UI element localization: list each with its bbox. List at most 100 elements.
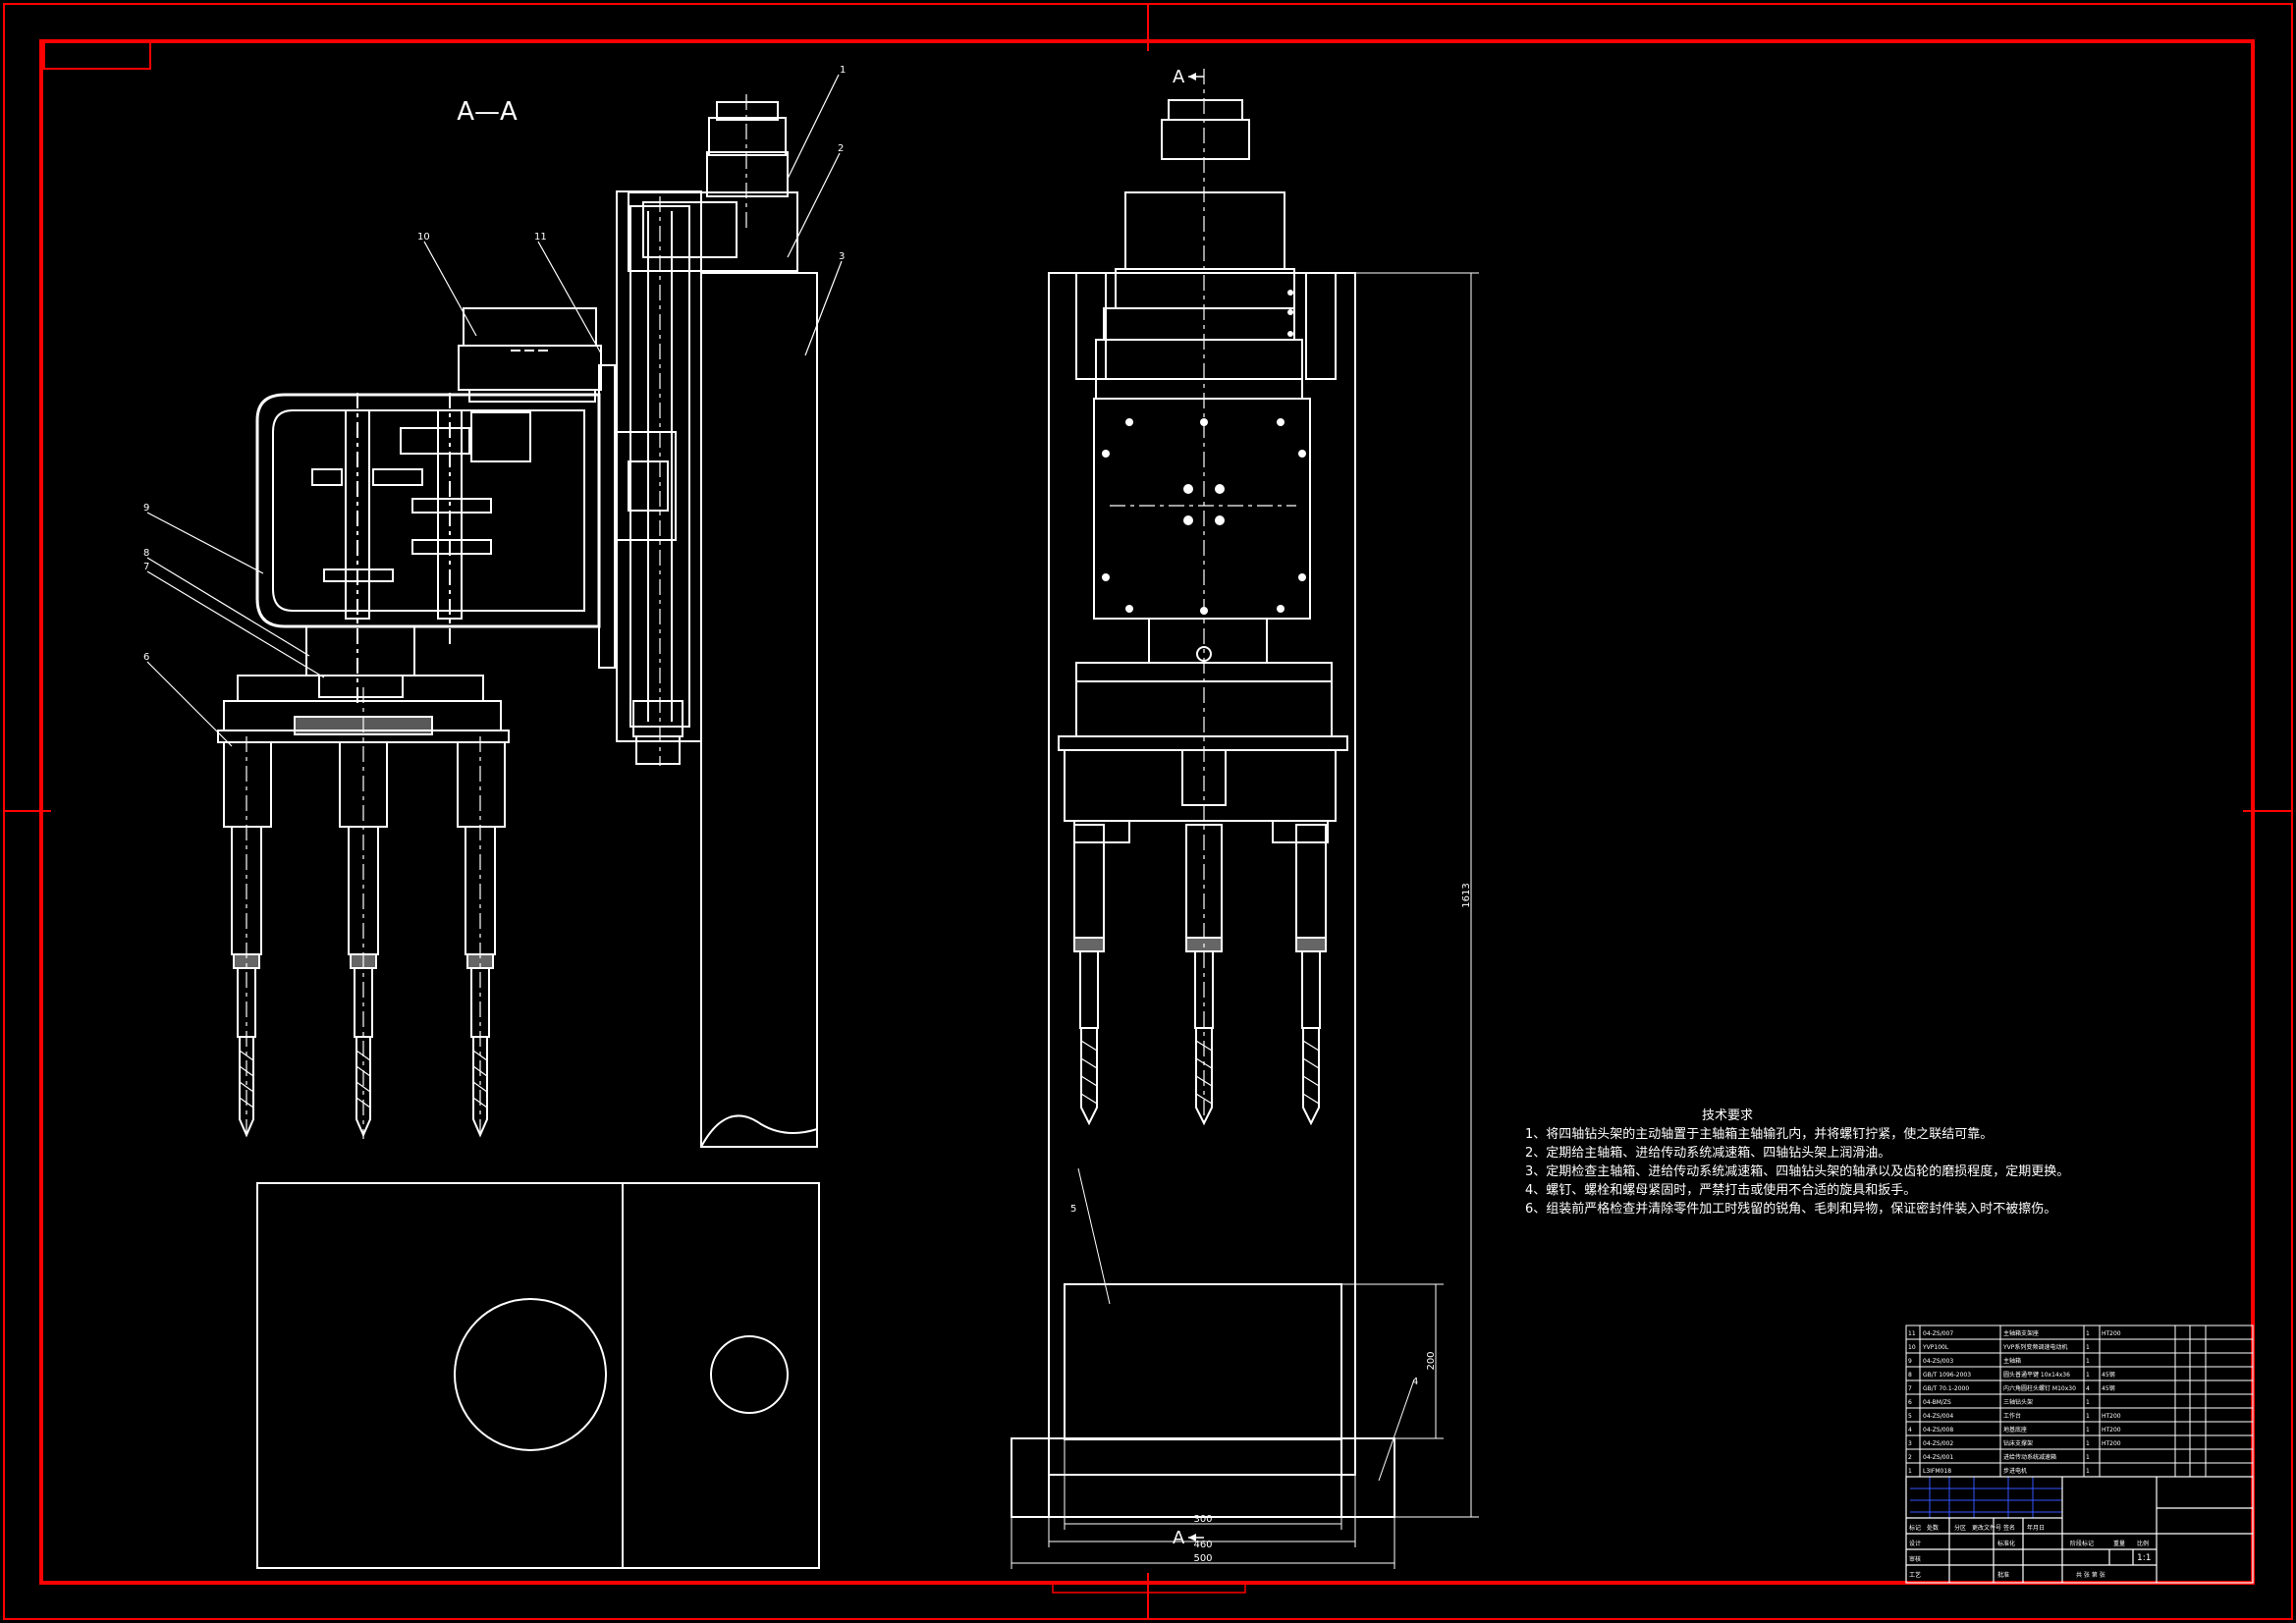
svg-text:设计: 设计 [1909,1540,1921,1547]
bom-cell: 1 [2086,1468,2090,1475]
bom-cell: 9 [1908,1358,1912,1365]
leader-lines-left [146,74,843,747]
section-title: A—A [457,97,518,127]
svg-text:分区: 分区 [1954,1524,1966,1532]
bom-cell: YVP100L [1922,1344,1949,1351]
section-view [217,94,820,1569]
bom-cell: 7 [1908,1385,1912,1392]
svg-text:批准: 批准 [1997,1571,2009,1579]
bom-cell: 1 [1908,1468,1912,1475]
bom-cell: 8 [1908,1372,1912,1379]
bom-cell: 1 [2086,1399,2090,1406]
svg-text:签名: 签名 [2003,1524,2015,1532]
bom-cell: 45钢 [2102,1384,2115,1392]
leader-numbers-left: 1 2 3 10 11 9 8 7 6 [143,65,846,663]
svg-text:460: 460 [1193,1540,1212,1550]
svg-text:标记: 标记 [1909,1524,1921,1532]
svg-text:1:1: 1:1 [2137,1553,2151,1563]
bom-cell: 1 [2086,1330,2090,1337]
dimension-lines [1011,272,1479,1569]
tech-req-item: 1、将四轴钻头架的主动轴置于主轴箱主轴输孔内，并将螺钉拧紧，使之联结可靠。 [1525,1126,1993,1142]
bom-cell: 04-ZS/004 [1923,1413,1953,1420]
bom-cell: 主轴箱支架座 [2003,1329,2039,1337]
bom-cell: GB/T 1096-2003 [1923,1372,1971,1379]
title-block: 标记 处数 分区 更改文件号 签名 年月日 设计 标准化 审核 工艺 批准 阶段… [1905,1476,2254,1584]
bom-cell: 1 [2086,1358,2090,1365]
bom-cell: 内六角圆柱头螺钉 M10x30 [2003,1384,2076,1392]
svg-text:500: 500 [1193,1553,1212,1564]
section-marker-bottom: A [1173,1528,1204,1548]
bom-cell: 04-ZS/008 [1923,1427,1953,1434]
drawing-frame [3,3,2293,1620]
bom-cell: 6 [1908,1399,1912,1406]
tech-req-item: 2、定期给主轴箱、进给传动系统减速箱、四轴钻头架上润滑油。 [1525,1145,1890,1161]
bom-cell: 圆头普通平键 10x14x36 [2003,1371,2070,1379]
tech-req-item: 6、组装前严格检查并清除零件加工时残留的锐角、毛刺和异物，保证密封件装入时不被擦… [1525,1201,2056,1217]
svg-text:处数: 处数 [1927,1524,1939,1532]
front-view [1011,69,1395,1518]
bom-cell: 进给传动系统减速箱 [2003,1453,2056,1461]
svg-text:4: 4 [1412,1377,1418,1387]
bom-cell: 三轴钻头架 [2003,1398,2033,1406]
bom-cell: 04-ZS/002 [1923,1440,1953,1447]
technical-requirements: 技术要求 1、将四轴钻头架的主动轴置于主轴箱主轴输孔内，并将螺钉拧紧，使之联结可… [1525,1109,2069,1217]
tech-req-title: 技术要求 [1702,1109,1753,1123]
bom-cell: 1 [2086,1454,2090,1461]
dimension-values: 1613 200 300 460 500 5 4 [1070,883,1472,1564]
bom-cell: 04-ZS/003 [1923,1358,1953,1365]
bom-cell: 地基底座 [2003,1426,2027,1434]
bom-cell: 45钢 [2102,1371,2115,1379]
svg-text:3: 3 [839,251,845,262]
bom-cell: 钻床支撑架 [2003,1439,2033,1447]
bom-cell: 1 [2086,1372,2090,1379]
svg-text:2: 2 [838,143,844,154]
bom-cell: HT200 [2102,1330,2121,1337]
tech-req-item: 4、螺钉、螺栓和螺母紧固时，严禁打击或使用不合适的旋具和扳手。 [1525,1182,1916,1198]
svg-text:9: 9 [143,503,149,514]
svg-text:300: 300 [1193,1514,1212,1525]
bom-cell: GB/T 70.1-2000 [1923,1385,1969,1392]
section-marker-top: A [1173,67,1204,87]
svg-text:标准化: 标准化 [1997,1540,2015,1547]
bom-cell: HT200 [2102,1413,2121,1420]
bom-cell: 5 [1908,1413,1912,1420]
bom-cell: 4 [2086,1385,2090,1392]
bom-cell: 工作台 [2003,1412,2021,1420]
bom-cell: 04-ZS/001 [1923,1454,1953,1461]
svg-text:A: A [1173,1528,1185,1548]
bom-cell: 3 [1908,1440,1912,1447]
bom-cell: 04-BM/ZS [1923,1399,1951,1406]
bom-cell: 1 [2086,1427,2090,1434]
svg-text:阶段标记: 阶段标记 [2070,1540,2094,1547]
bom-cell: 2 [1908,1454,1912,1461]
svg-text:A: A [1173,67,1185,87]
svg-text:6: 6 [143,652,149,663]
svg-text:200: 200 [1426,1351,1437,1370]
svg-text:1613: 1613 [1461,883,1472,907]
bom-cell: 步进电机 [2003,1467,2027,1475]
bom-cell: L3IFM018 [1923,1468,1951,1475]
bom-cell: 4 [1908,1427,1912,1434]
bom-cell: HT200 [2102,1440,2121,1447]
svg-text:1: 1 [840,65,846,76]
bom-cell: 1 [2086,1440,2090,1447]
svg-text:更改文件号: 更改文件号 [1972,1524,2001,1532]
bom-cell: 1 [2086,1413,2090,1420]
bom-cell: 10 [1908,1344,1916,1351]
svg-text:比例: 比例 [2137,1540,2149,1547]
bom-cell: 主轴箱 [2003,1357,2021,1365]
svg-text:10: 10 [417,232,430,243]
bom-cell: 11 [1908,1330,1916,1337]
mounting-holes [1102,290,1306,615]
svg-text:重量: 重量 [2113,1540,2125,1547]
svg-text:11: 11 [534,232,547,243]
bom-cell: 1 [2086,1344,2090,1351]
svg-text:审核: 审核 [1909,1555,1921,1563]
svg-text:5: 5 [1070,1204,1076,1215]
tech-req-item: 3、定期检查主轴箱、进给传动系统减速箱、四轴钻头架的轴承以及齿轮的磨损程度，定期… [1525,1163,2069,1179]
bom-cell: 04-ZS/007 [1923,1330,1953,1337]
bom-cell: YVP系列变频调速电动机 [2002,1343,2067,1351]
svg-text:共 张 第 张: 共 张 第 张 [2076,1571,2105,1579]
bom-cell: HT200 [2102,1427,2121,1434]
